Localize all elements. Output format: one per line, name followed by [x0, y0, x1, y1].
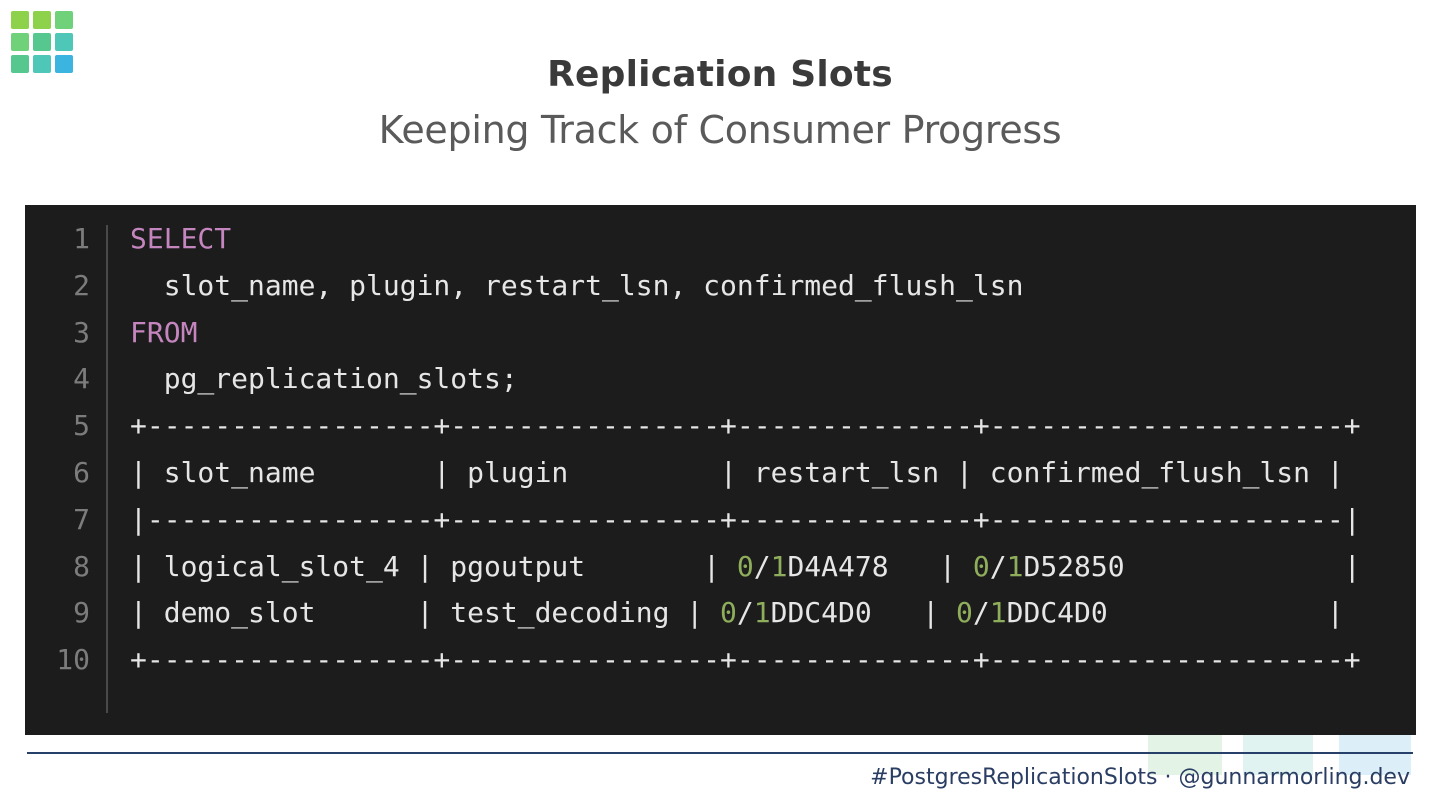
- slide-title: Replication Slots: [547, 54, 893, 95]
- grid-logo-icon: [11, 11, 73, 73]
- line-number: 5: [73, 409, 90, 443]
- code-line: 4 pg_replication_slots;: [25, 359, 1416, 399]
- code-line: 5 +-----------------+----------------+---…: [25, 406, 1416, 446]
- code-text: | logical_slot_4 | pgoutput | 0/1D4A478 …: [130, 547, 1361, 587]
- code-token: /: [989, 549, 1007, 583]
- logo-cell: [11, 11, 29, 29]
- code-block: 1 SELECT 2 slot_name, plugin, restart_lsn,…: [25, 205, 1416, 735]
- code-token: |-----------------+----------------+----…: [130, 502, 1361, 536]
- code-line: 8| logical_slot_4 | pgoutput | 0/1D4A478…: [25, 547, 1416, 587]
- code-token: +-----------------+----------------+----…: [130, 643, 1361, 677]
- line-number: 2: [73, 268, 90, 302]
- lsn-number: 1: [753, 596, 771, 630]
- logo-cell: [33, 11, 51, 29]
- code-token: D52850 |: [1023, 549, 1361, 583]
- code-text: FROM: [130, 313, 197, 353]
- gutter-divider: [106, 225, 108, 713]
- code-token: pg_replication_slots;: [130, 362, 518, 396]
- lsn-number: 0: [720, 596, 737, 630]
- line-number: 8: [73, 549, 90, 583]
- line-number: 9: [73, 596, 90, 630]
- code-line: 1 SELECT: [25, 219, 1416, 259]
- code-text: SELECT: [130, 219, 231, 259]
- code-line: 3 FROM: [25, 313, 1416, 353]
- code-token: | demo_slot | test_decoding |: [130, 596, 721, 630]
- logo-cell: [55, 33, 73, 51]
- line-number: 4: [73, 362, 90, 396]
- logo-cell: [11, 33, 29, 51]
- footer-decoration-3: [1339, 735, 1411, 775]
- code-text: +-----------------+----------------+----…: [130, 406, 1361, 446]
- code-text: pg_replication_slots;: [130, 359, 518, 399]
- lsn-number: 0: [972, 549, 990, 583]
- sql-keyword: SELECT: [130, 222, 232, 255]
- footer-divider: [27, 752, 1413, 754]
- code-token: DDC4D0 |: [1006, 596, 1344, 630]
- code-token: /: [736, 596, 754, 630]
- code-token: +-----------------+----------------+----…: [130, 409, 1361, 443]
- line-number: 7: [73, 502, 90, 536]
- lsn-number: 0: [956, 596, 973, 630]
- line-number: 10: [56, 643, 90, 677]
- sql-keyword: FROM: [130, 315, 198, 349]
- code-token: | logical_slot_4 | pgoutput |: [130, 549, 737, 583]
- code-token: slot_name, plugin, restart_lsn, confirme…: [130, 268, 1024, 302]
- line-number: 6: [73, 456, 90, 489]
- logo-cell: [11, 55, 29, 73]
- code-token: /: [972, 596, 990, 630]
- lsn-number: 1: [1006, 549, 1024, 583]
- code-token: D4A478 |: [787, 549, 973, 583]
- code-text: | slot_name | plugin | restart_lsn | con…: [130, 453, 1344, 493]
- footer-hashtag-handle: #PostgresReplicationSlots · @gunnarmorli…: [870, 765, 1410, 790]
- slide-subtitle: Keeping Track of Consumer Progress: [378, 108, 1062, 152]
- code-text: slot_name, plugin, restart_lsn, confirme…: [130, 266, 1024, 306]
- logo-cell: [33, 55, 51, 73]
- code-text: +-----------------+----------------+----…: [130, 640, 1361, 680]
- code-line: 6 | slot_name | plugin | restart_lsn | co…: [25, 453, 1416, 493]
- line-number: 1: [73, 222, 90, 255]
- lsn-number: 1: [989, 596, 1007, 630]
- lsn-number: 0: [736, 549, 754, 583]
- lsn-number: 1: [770, 549, 788, 583]
- code-text: |-----------------+----------------+----…: [130, 500, 1361, 540]
- logo-cell: [55, 11, 73, 29]
- line-number: 3: [73, 315, 90, 349]
- code-token: DDC4D0 |: [770, 596, 957, 630]
- code-line: 10 +-----------------+----------------+--…: [25, 640, 1416, 680]
- code-token: | slot_name | plugin | restart_lsn | con…: [130, 456, 1344, 489]
- footer-decoration-1: [1148, 735, 1222, 775]
- code-line: 7 |-----------------+----------------+---…: [25, 500, 1416, 540]
- code-text: | demo_slot | test_decoding | 0/1DDC4D0 …: [130, 593, 1344, 633]
- logo-cell: [55, 55, 73, 73]
- footer-decoration-2: [1243, 735, 1313, 775]
- logo-cell: [33, 33, 51, 51]
- code-line: 9| demo_slot | test_decoding | 0/1DDC4D0…: [25, 593, 1416, 633]
- code-token: /: [753, 549, 771, 583]
- code-line: 2 slot_name, plugin, restart_lsn, confir…: [25, 266, 1416, 306]
